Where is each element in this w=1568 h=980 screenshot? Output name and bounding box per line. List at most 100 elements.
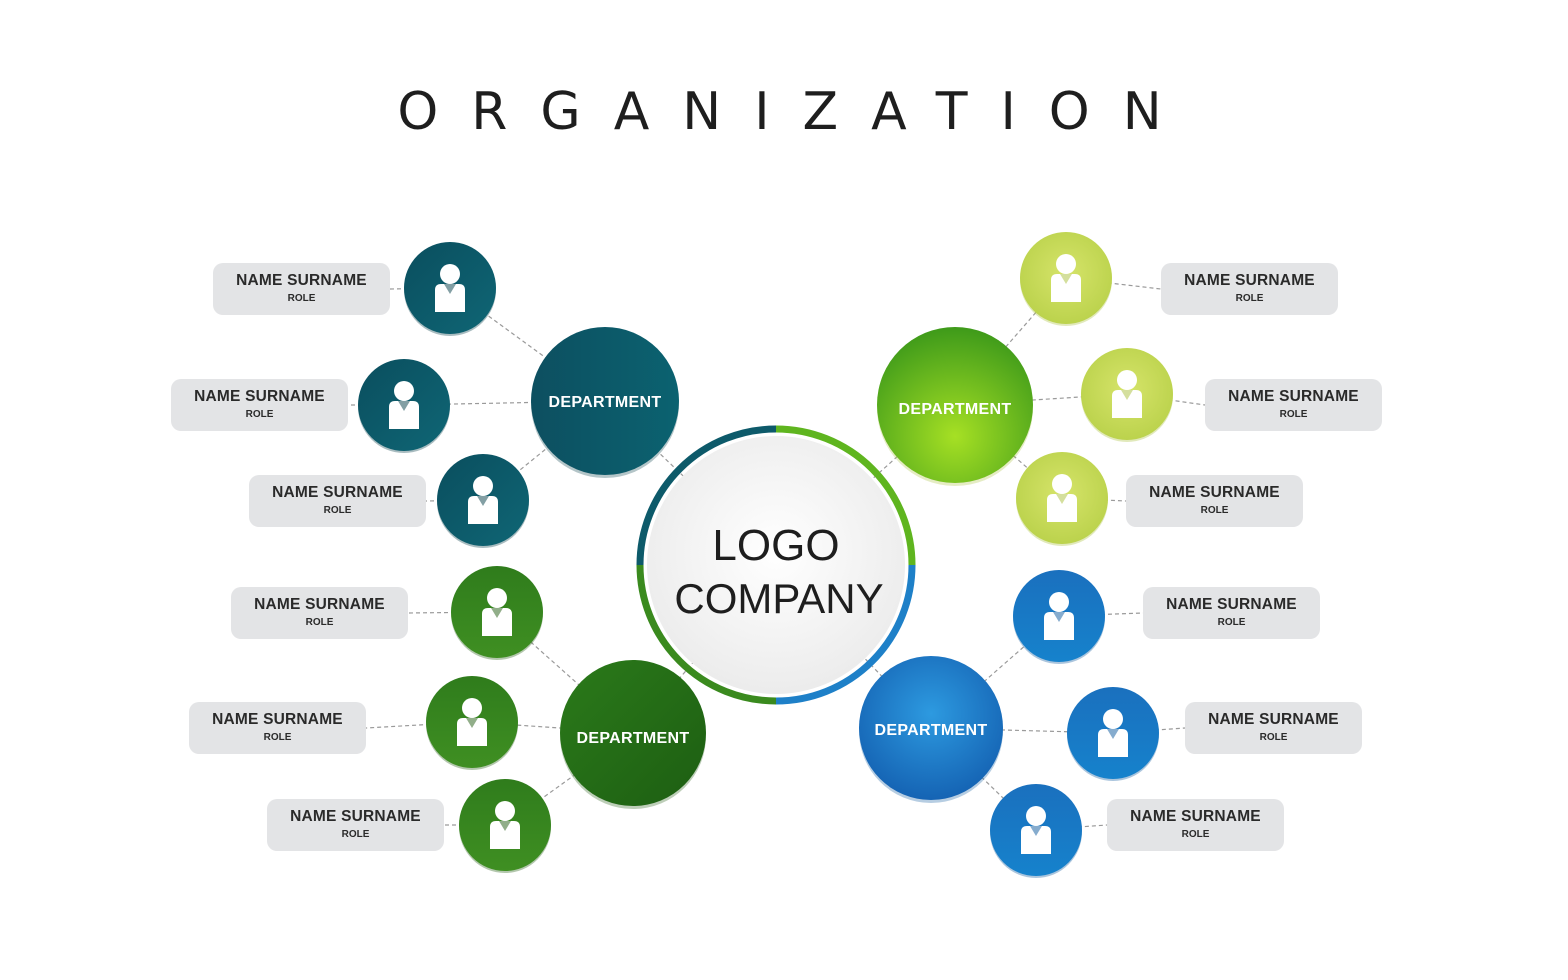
- person-icon-collar: [1056, 494, 1068, 504]
- person-icon: [389, 381, 419, 429]
- department-node: DEPARTMENT: [877, 327, 1033, 486]
- person-icon-collar: [466, 718, 478, 728]
- member-role: ROLE: [305, 617, 334, 628]
- person-icon-collar: [1107, 729, 1119, 739]
- person-icon: [1051, 254, 1081, 302]
- logo-line2: COMPANY: [674, 575, 883, 622]
- person-icon-body: [490, 821, 520, 849]
- person-icon-head: [462, 698, 482, 718]
- person-icon-body: [468, 496, 498, 524]
- department-node: DEPARTMENT: [560, 660, 706, 809]
- person-icon-head: [1056, 254, 1076, 274]
- person-icon-head: [1026, 806, 1046, 826]
- department-label: DEPARTMENT: [899, 401, 1012, 418]
- person-icon-collar: [491, 608, 503, 618]
- person-icon-body: [389, 401, 419, 429]
- person-icon-collar: [1053, 612, 1065, 622]
- person-icon-collar: [398, 401, 410, 411]
- person-node: [1081, 348, 1173, 442]
- person-icon-body: [457, 718, 487, 746]
- person-icon-body: [1044, 612, 1074, 640]
- person-icon-collar: [1121, 390, 1133, 400]
- person-node: [1020, 232, 1112, 326]
- center-disc: [647, 436, 905, 694]
- person-node: [426, 676, 518, 770]
- member-name: NAME SURNAME: [1208, 711, 1339, 728]
- member-role: ROLE: [323, 505, 352, 516]
- department-label: DEPARTMENT: [875, 722, 988, 739]
- link-dept-person-3-3: [504, 732, 634, 826]
- member-role: ROLE: [341, 829, 370, 840]
- person-icon-head: [487, 588, 507, 608]
- member-name: NAME SURNAME: [1130, 808, 1261, 825]
- member-role: ROLE: [1181, 829, 1210, 840]
- person-icon-collar: [444, 284, 456, 294]
- member-label: NAME SURNAME ROLE: [1107, 799, 1284, 851]
- member-label: NAME SURNAME ROLE: [267, 799, 444, 851]
- person-icon-body: [1047, 494, 1077, 522]
- logo-line1: LOGO: [712, 521, 839, 570]
- member-role: ROLE: [1200, 505, 1229, 516]
- department-node: DEPARTMENT: [859, 656, 1003, 803]
- person-icon-body: [1098, 729, 1128, 757]
- link-dept-person-1-2: [403, 400, 606, 406]
- person-icon-collar: [499, 821, 511, 831]
- person-icon-head: [473, 476, 493, 496]
- department-label: DEPARTMENT: [549, 394, 662, 411]
- person-icon-head: [1103, 709, 1123, 729]
- member-name: NAME SURNAME: [290, 808, 421, 825]
- person-icon: [1044, 592, 1074, 640]
- person-icon: [1021, 806, 1051, 854]
- diagram-title: ORGANIZATION: [397, 82, 1195, 142]
- member-label: NAME SURNAME ROLE: [1143, 587, 1320, 639]
- person-icon-body: [1112, 390, 1142, 418]
- department-node-circle: [560, 660, 706, 806]
- person-node: [1013, 570, 1105, 664]
- department-node-circle: [859, 656, 1003, 800]
- member-label: NAME SURNAME ROLE: [1205, 379, 1382, 431]
- member-role: ROLE: [1217, 617, 1246, 628]
- member-name: NAME SURNAME: [212, 711, 343, 728]
- member-label: NAME SURNAME ROLE: [231, 587, 408, 639]
- person-icon-head: [1052, 474, 1072, 494]
- member-label: NAME SURNAME ROLE: [1161, 263, 1338, 315]
- person-node: [404, 242, 496, 336]
- link-person-label-2-2: [1126, 393, 1206, 406]
- person-icon-collar: [477, 496, 489, 506]
- member-name: NAME SURNAME: [1228, 388, 1359, 405]
- member-role: ROLE: [1279, 409, 1308, 420]
- person-icon: [1098, 709, 1128, 757]
- person-icon: [482, 588, 512, 636]
- person-node: [437, 454, 529, 548]
- person-icon: [468, 476, 498, 524]
- member-name: NAME SURNAME: [1184, 272, 1315, 289]
- center-ring-green: [636, 425, 916, 705]
- member-name: NAME SURNAME: [254, 596, 385, 613]
- department-label: DEPARTMENT: [577, 730, 690, 747]
- person-icon-head: [495, 801, 515, 821]
- member-role: ROLE: [245, 409, 274, 420]
- member-role: ROLE: [1235, 293, 1264, 304]
- department-node-circle: [531, 327, 679, 475]
- member-label: NAME SURNAME ROLE: [171, 379, 348, 431]
- person-icon-head: [394, 381, 414, 401]
- person-node: [990, 784, 1082, 878]
- member-label: NAME SURNAME ROLE: [1126, 475, 1303, 527]
- member-name: NAME SURNAME: [194, 388, 325, 405]
- person-icon-head: [1117, 370, 1137, 390]
- member-name: NAME SURNAME: [1166, 596, 1297, 613]
- person-icon-body: [1021, 826, 1051, 854]
- person-icon: [1047, 474, 1077, 522]
- person-icon: [1112, 370, 1142, 418]
- department-node-circle: [877, 327, 1033, 483]
- person-icon-collar: [1030, 826, 1042, 836]
- person-node: [358, 359, 450, 453]
- person-node: [459, 779, 551, 873]
- member-name: NAME SURNAME: [1149, 484, 1280, 501]
- person-icon: [435, 264, 465, 312]
- person-icon-body: [482, 608, 512, 636]
